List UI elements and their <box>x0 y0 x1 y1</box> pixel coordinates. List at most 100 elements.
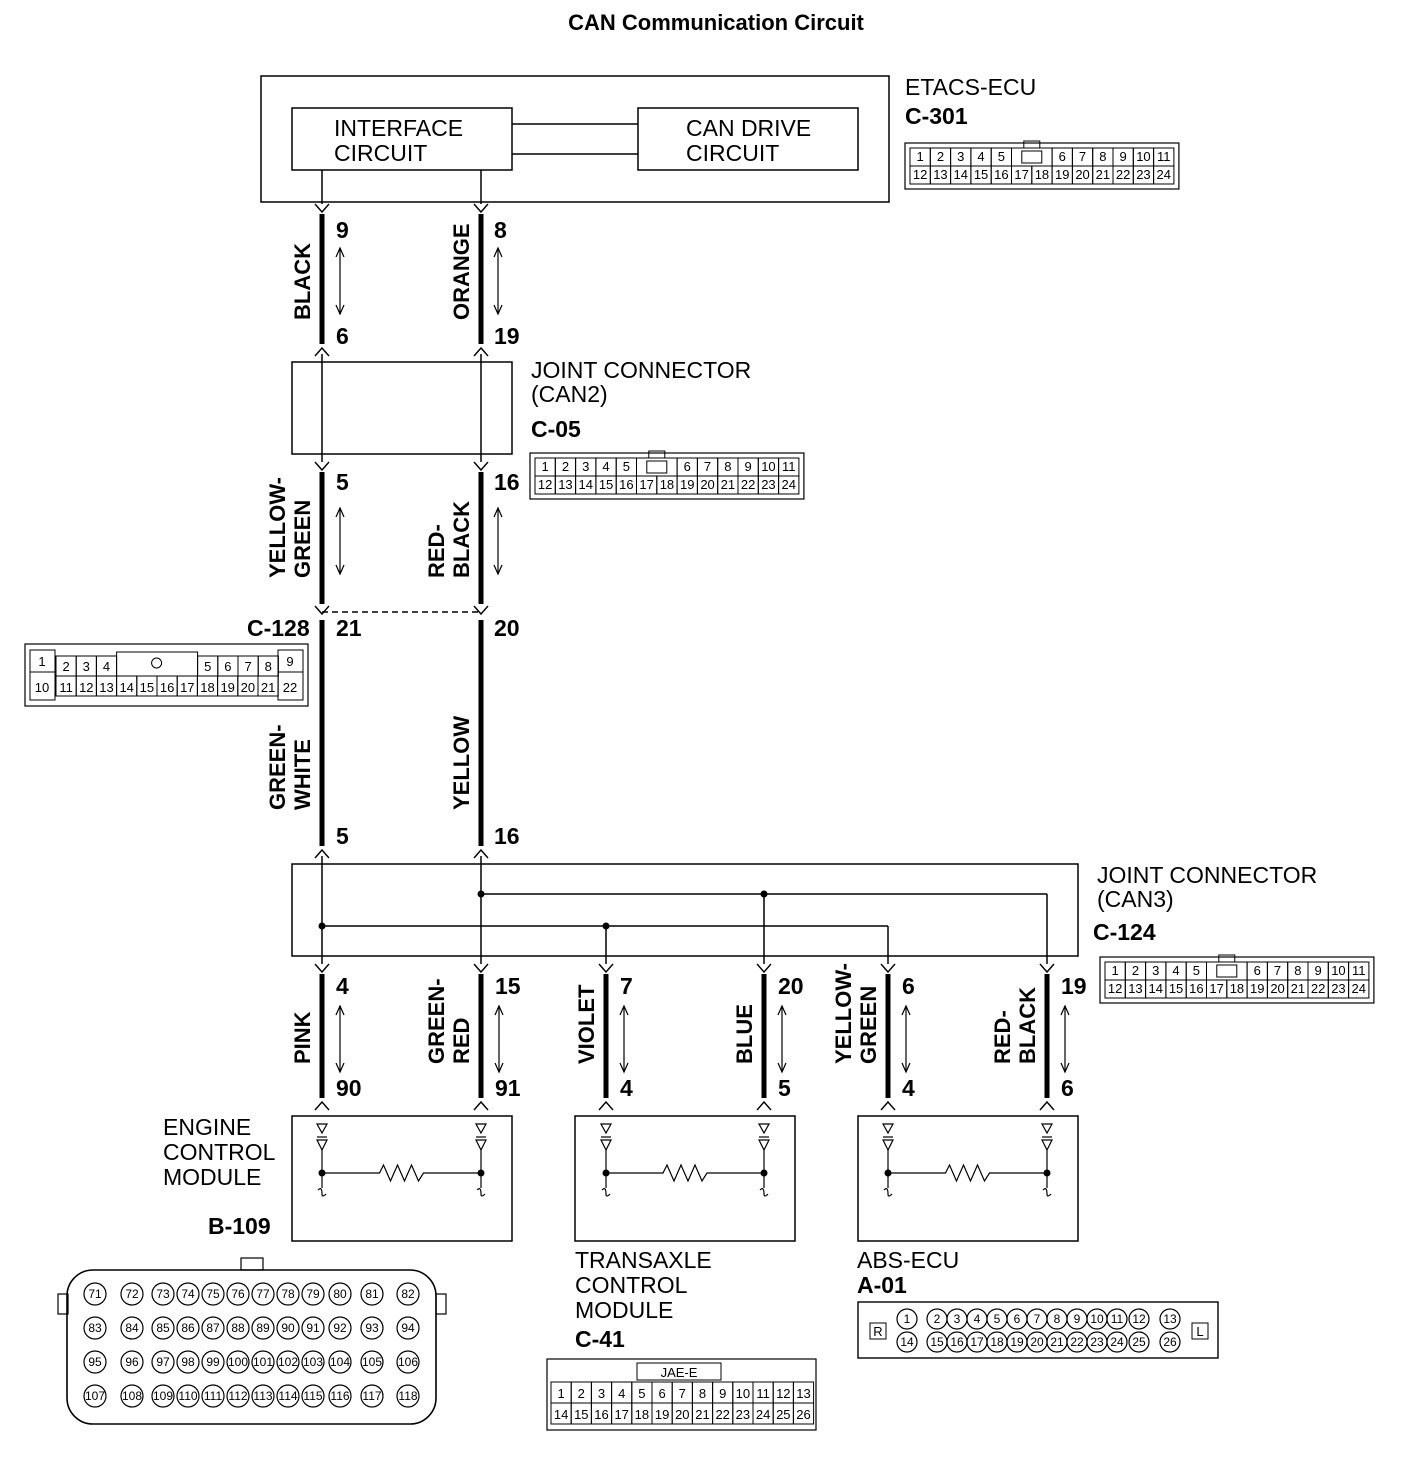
ecm-pin-82: 82 <box>401 1287 415 1301</box>
wire-label-red-black-2: BLACK <box>449 501 474 578</box>
abs-pin-7: 7 <box>1034 1312 1041 1326</box>
branch-wire-label-2-b: RED <box>449 1018 474 1064</box>
abs-pin-4: 4 <box>974 1312 981 1326</box>
can2-cell-22: 22 <box>741 477 755 492</box>
can2-cell-12: 12 <box>538 477 552 492</box>
can2-cell-11: 11 <box>782 459 796 474</box>
can2-connector-id: C-05 <box>531 416 581 442</box>
abs-pin-6: 6 <box>1014 1312 1021 1326</box>
etacs-cell-22: 22 <box>1116 167 1130 182</box>
c128-cell-20: 20 <box>241 680 255 695</box>
ecm-pin-79: 79 <box>306 1287 320 1301</box>
wire-label-yellow-green-2: GREEN <box>290 500 315 578</box>
can3-connector-id: C-124 <box>1093 919 1156 945</box>
branch-pin-top-4: 20 <box>778 973 804 999</box>
abs-pin-10: 10 <box>1090 1312 1104 1326</box>
tcm-cell-9: 9 <box>719 1386 726 1401</box>
ecm-pin-102: 102 <box>278 1355 298 1369</box>
c128-connector-id: C-128 <box>247 615 310 641</box>
ecm-pin-96: 96 <box>125 1355 139 1369</box>
can3-cell-7: 7 <box>1274 963 1281 978</box>
abs-connector-id: A-01 <box>857 1272 907 1298</box>
ecm-pin-115: 115 <box>303 1389 322 1403</box>
abs-pin-9: 9 <box>1074 1312 1081 1326</box>
resistor-1 <box>322 1163 481 1183</box>
pin-can2-19: 19 <box>494 323 520 349</box>
tcm-name-line3: MODULE <box>575 1297 673 1323</box>
engine-control-module: ENGINE CONTROL MODULE B-109 <box>163 1114 513 1242</box>
resistor-2 <box>606 1163 764 1183</box>
ecm-name-line3: MODULE <box>163 1164 261 1190</box>
can2-cell-13: 13 <box>558 477 572 492</box>
branch-pin-top-3: 7 <box>620 973 633 999</box>
etacs-cell-20: 20 <box>1075 167 1089 182</box>
abs-name: ABS-ECU <box>857 1247 959 1273</box>
tcm-cell-16: 16 <box>594 1407 608 1422</box>
resistor-3 <box>888 1163 1047 1183</box>
can3-cell-2: 2 <box>1132 963 1139 978</box>
ecm-pin-107: 107 <box>85 1389 105 1403</box>
abs-pin-14: 14 <box>900 1335 914 1349</box>
can3-cell-18: 18 <box>1230 981 1244 996</box>
abs-pin-1: 1 <box>904 1312 911 1326</box>
pin-can3-5: 5 <box>336 823 349 849</box>
ecm-pin-89: 89 <box>256 1321 270 1335</box>
ecm-pin-93: 93 <box>365 1321 379 1335</box>
etacs-name: ETACS-ECU <box>905 74 1036 100</box>
ecm-pin-74: 74 <box>181 1287 195 1301</box>
ecm-pin-73: 73 <box>156 1287 170 1301</box>
tcm-connector-id: C-41 <box>575 1326 625 1352</box>
abs-pin-3: 3 <box>954 1312 961 1326</box>
etacs-cell-1: 1 <box>917 149 924 164</box>
c128-cell-6: 6 <box>224 659 231 674</box>
ecm-pin-84: 84 <box>125 1321 139 1335</box>
ecm-pin-118: 118 <box>398 1389 417 1403</box>
branch-wire-label-3: VIOLET <box>574 984 599 1064</box>
tcm-name-line2: CONTROL <box>575 1272 688 1298</box>
tcm-name-line1: TRANSAXLE <box>575 1247 712 1273</box>
ecm-pin-88: 88 <box>231 1321 245 1335</box>
can2-cell-1: 1 <box>542 459 549 474</box>
ecm-pin-81: 81 <box>365 1287 379 1301</box>
abs-pin-18: 18 <box>990 1335 1004 1349</box>
tcm-cell-23: 23 <box>736 1407 750 1422</box>
c128-cell-21: 21 <box>261 680 275 695</box>
can3-cell-22: 22 <box>1311 981 1325 996</box>
can2-cell-14: 14 <box>579 477 593 492</box>
tcm-cell-3: 3 <box>598 1386 605 1401</box>
tcm-cell-22: 22 <box>715 1407 729 1422</box>
abs-pin-2: 2 <box>934 1312 941 1326</box>
can3-cell-11: 11 <box>1352 963 1366 978</box>
wire-label-green-white-2: WHITE <box>290 739 315 810</box>
ecm-pin-80: 80 <box>333 1287 347 1301</box>
branch-wire-label-4: BLUE <box>732 1004 757 1064</box>
can3-name-line1: JOINT CONNECTOR <box>1097 862 1317 888</box>
tcm-cell-20: 20 <box>675 1407 689 1422</box>
c128-cell-17: 17 <box>180 680 194 695</box>
ecm-pin-104: 104 <box>330 1355 350 1369</box>
can3-cell-23: 23 <box>1331 981 1345 996</box>
can2-cell-4: 4 <box>602 459 609 474</box>
pin-etacs-9: 9 <box>336 217 349 243</box>
c128-cell-11: 11 <box>59 680 73 695</box>
etacs-cell-3: 3 <box>957 149 964 164</box>
etacs-cell-10: 10 <box>1136 149 1150 164</box>
etacs-cell-5: 5 <box>998 149 1005 164</box>
branch-pin-bottom-2: 91 <box>495 1075 521 1101</box>
etacs-cell-18: 18 <box>1035 167 1049 182</box>
c128-cell-15: 15 <box>140 680 154 695</box>
can2-name-line1: JOINT CONNECTOR <box>531 357 751 383</box>
tcm-cell-10: 10 <box>736 1386 750 1401</box>
ecm-pin-94: 94 <box>401 1321 415 1335</box>
branch-pin-bottom-1: 90 <box>336 1075 362 1101</box>
pin-etacs-8: 8 <box>494 217 507 243</box>
can3-cell-20: 20 <box>1270 981 1284 996</box>
tcm-cell-4: 4 <box>618 1386 625 1401</box>
branch-pin-bottom-5: 4 <box>902 1075 915 1101</box>
